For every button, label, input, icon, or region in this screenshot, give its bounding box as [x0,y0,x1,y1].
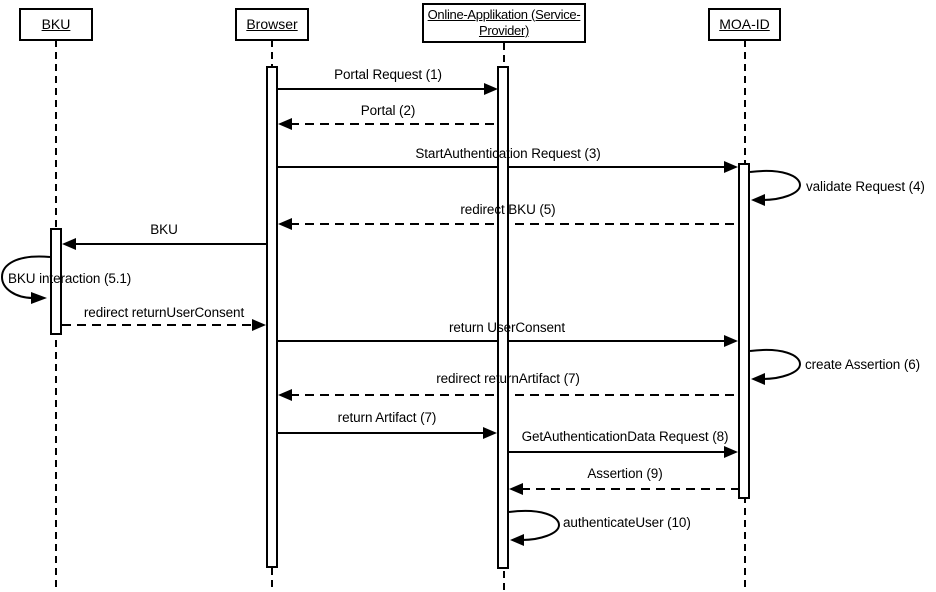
arrowhead-icon [509,483,523,495]
message-label-return-artifact: return Artifact (7) [337,410,437,425]
message-label-create-assertion: create Assertion (6) [805,357,921,372]
message-line-portal [290,123,498,125]
message-line-return-artifact [278,432,485,434]
actor-box-online-app: Online-Applikation (Service- Provider) [422,3,586,43]
message-line-redirect-return-artifact [290,394,738,396]
message-label-redirect-return-artifact: redirect returnArtifact (7) [436,371,580,386]
activation-online-app [497,66,509,569]
arrowhead-icon [724,335,738,347]
arrowhead-icon [278,389,292,401]
message-label-bku-interaction: BKU interaction (5.1) [8,271,132,286]
arrowhead-icon [62,238,76,250]
actor-box-moa-id: MOA-ID [708,8,781,41]
actor-label-moa-id: MOA-ID [719,15,770,32]
activation-moa-id [738,163,750,499]
self-message-validate-request [749,170,802,206]
message-line-bku [74,243,266,245]
message-label-portal-request: Portal Request (1) [334,67,442,82]
arrowhead-icon [484,83,498,95]
actor-label-online-app: Online-Applikation (Service- Provider) [427,6,581,38]
message-label-redirect-return-user-consent: redirect returnUserConsent [83,305,245,320]
message-label-start-authentication-request: StartAuthentication Request (3) [415,146,601,161]
self-message-bku-interaction [0,255,51,304]
message-label-redirect-bku: redirect BKU (5) [460,202,556,217]
message-label-assertion: Assertion (9) [587,466,663,481]
message-label-portal: Portal (2) [360,103,416,118]
activation-browser [266,66,278,568]
activation-bku [50,228,62,335]
arrowhead-icon [278,118,292,130]
self-message-create-assertion [749,349,802,385]
message-label-authenticate-user: authenticateUser (10) [563,515,691,530]
actor-label-browser: Browser [246,15,298,32]
message-label-bku: BKU [150,222,178,237]
self-message-authenticate-user [508,510,561,546]
arrowhead-icon [252,319,266,331]
arrowhead-icon [278,218,292,230]
message-label-return-user-consent: return UserConsent [448,320,566,335]
actor-box-bku: BKU [19,8,93,41]
message-line-assertion [521,488,738,490]
actor-label-bku: BKU [41,15,71,32]
message-label-get-authentication-data-request: GetAuthenticationData Request (8) [521,429,729,444]
arrowhead-icon [483,427,497,439]
message-line-get-authentication-data-request [509,451,724,453]
actor-box-browser: Browser [235,8,309,41]
arrowhead-icon [724,446,738,458]
message-line-redirect-bku [290,223,738,225]
message-line-portal-request [278,88,486,90]
arrowhead-icon [724,161,738,173]
message-line-redirect-return-user-consent [62,324,254,326]
message-label-validate-request: validate Request (4) [806,179,925,194]
